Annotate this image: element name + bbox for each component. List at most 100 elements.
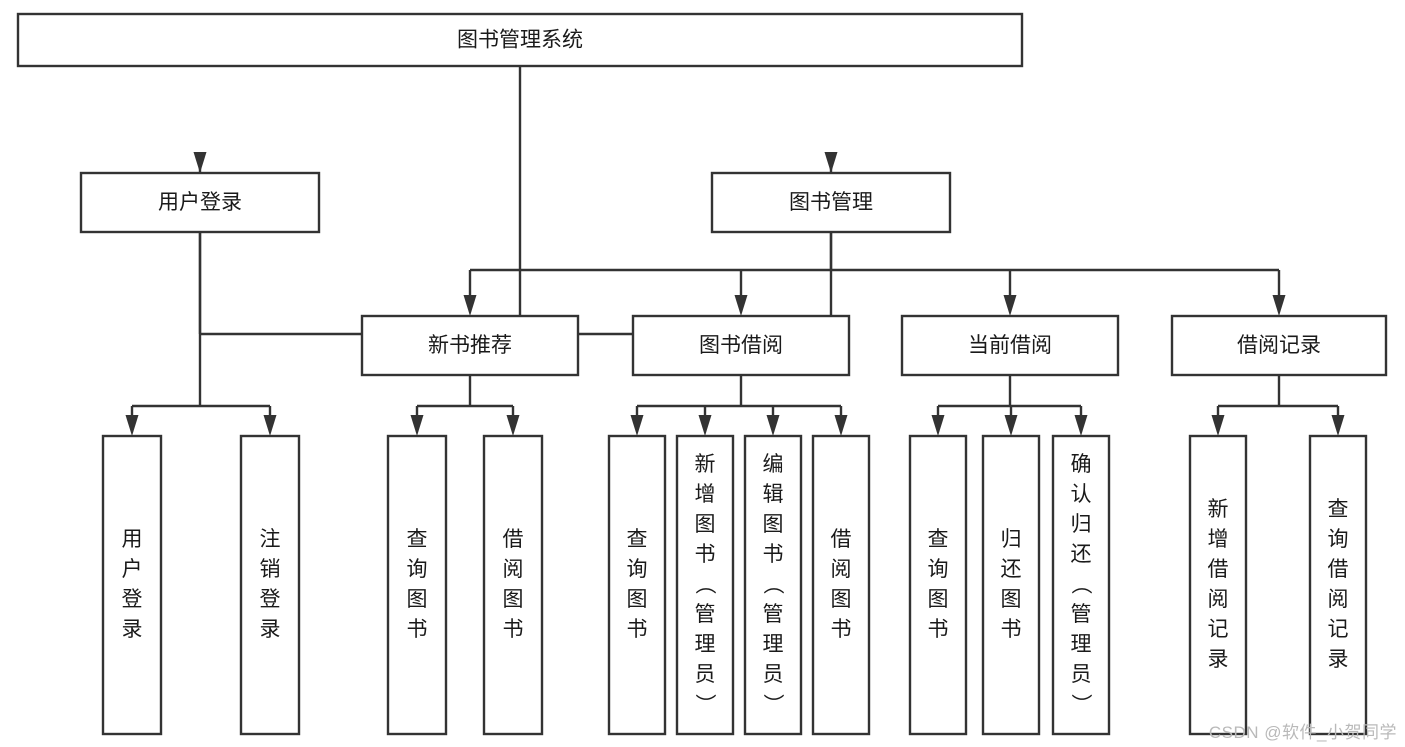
arrow-head-leaf-query-record xyxy=(1331,415,1345,436)
node-box-root[interactable] xyxy=(16,12,1024,68)
node-label-char: 员 xyxy=(1071,663,1092,686)
node-label-char: 借 xyxy=(1328,558,1349,581)
node-label-char: 图 xyxy=(831,588,852,611)
node-label-char: ） xyxy=(1069,694,1092,715)
node-label-char: 归 xyxy=(1001,528,1022,551)
arrow-head-leaf-confirm-return xyxy=(1074,415,1088,436)
node-label-current-borrow: 当前借阅 xyxy=(968,334,1052,357)
node-label-char: 新 xyxy=(695,453,716,476)
node-label-char: 图 xyxy=(928,588,949,611)
node-box-leaf-add-record[interactable] xyxy=(1188,434,1248,736)
node-label-user-login: 用户登录 xyxy=(158,191,242,214)
node-label-char: 阅 xyxy=(503,558,524,581)
node-current-borrow[interactable]: 当前借阅 xyxy=(900,314,1120,377)
node-box-leaf-logout[interactable] xyxy=(239,434,301,736)
node-leaf-user-login[interactable]: 用户登录 xyxy=(101,434,163,736)
node-label-char: 图 xyxy=(407,588,428,611)
node-label-new-book-rec: 新书推荐 xyxy=(428,334,512,357)
node-label-char: 归 xyxy=(1071,513,1092,536)
node-box-book-manage[interactable] xyxy=(710,171,952,234)
arrow-head-leaf-user-login xyxy=(125,415,139,436)
node-box-leaf-edit-book[interactable] xyxy=(743,434,803,736)
node-box-leaf-user-login[interactable] xyxy=(101,434,163,736)
node-label-char: 书 xyxy=(627,618,648,641)
node-box-leaf-add-book[interactable] xyxy=(675,434,735,736)
node-label-char: 认 xyxy=(1071,483,1092,506)
node-label-char: 借 xyxy=(503,528,524,551)
node-label-char: 阅 xyxy=(1208,588,1229,611)
node-label-char: 户 xyxy=(122,558,143,581)
node-label-char: 销 xyxy=(260,558,281,581)
node-label-char: （ xyxy=(761,574,784,595)
node-box-leaf-query-book-1[interactable] xyxy=(386,434,448,736)
node-box-leaf-query-book-3[interactable] xyxy=(908,434,968,736)
arrow-head-borrow-record xyxy=(1272,295,1286,316)
node-label-char: 管 xyxy=(763,603,784,626)
node-box-current-borrow[interactable] xyxy=(900,314,1120,377)
node-box-leaf-query-record[interactable] xyxy=(1308,434,1368,736)
node-label-char: （ xyxy=(693,574,716,595)
nodes-layer: 图书管理系统用户登录图书管理新书推荐图书借阅当前借阅借阅记录用户登录注销登录查询… xyxy=(16,12,1388,736)
node-label-char: 编 xyxy=(763,453,784,476)
node-label-char: 图 xyxy=(763,513,784,536)
node-label-char: 员 xyxy=(763,663,784,686)
node-label-char: 书 xyxy=(503,618,524,641)
node-label-char: （ xyxy=(1069,574,1092,595)
arrow-head-leaf-borrow-book-1 xyxy=(506,415,520,436)
node-label-char: 录 xyxy=(1208,648,1229,671)
node-label-char: 借 xyxy=(831,528,852,551)
node-label-char: 注 xyxy=(260,528,281,551)
node-label-borrow-record: 借阅记录 xyxy=(1237,334,1321,357)
node-label-char: 记 xyxy=(1328,618,1349,641)
arrow-head-leaf-return-book xyxy=(1004,415,1018,436)
node-label-char: 用 xyxy=(122,528,143,551)
node-label-char: 阅 xyxy=(1328,588,1349,611)
node-book-borrow[interactable]: 图书借阅 xyxy=(631,314,851,377)
node-label-char: 图 xyxy=(695,513,716,536)
node-book-manage[interactable]: 图书管理 xyxy=(710,171,952,234)
node-label-char: 图 xyxy=(1001,588,1022,611)
node-box-user-login[interactable] xyxy=(79,171,321,234)
node-box-borrow-record[interactable] xyxy=(1170,314,1388,377)
node-label-char: 登 xyxy=(260,588,281,611)
node-box-new-book-rec[interactable] xyxy=(360,314,580,377)
node-box-leaf-confirm-return[interactable] xyxy=(1051,434,1111,736)
node-user-login[interactable]: 用户登录 xyxy=(79,171,321,234)
node-box-leaf-return-book[interactable] xyxy=(981,434,1041,736)
node-label-char: 图 xyxy=(503,588,524,611)
node-label-char: 查 xyxy=(1328,498,1349,521)
node-label-char: ） xyxy=(693,694,716,715)
node-label-char: 书 xyxy=(407,618,428,641)
node-borrow-record[interactable]: 借阅记录 xyxy=(1170,314,1388,377)
node-label-char: 理 xyxy=(695,633,716,656)
node-root[interactable]: 图书管理系统 xyxy=(16,12,1024,68)
node-new-book-rec[interactable]: 新书推荐 xyxy=(360,314,580,377)
node-label-char: 查 xyxy=(627,528,648,551)
node-label-char: 书 xyxy=(831,618,852,641)
node-label-char: 图 xyxy=(627,588,648,611)
node-box-leaf-borrow-book-2[interactable] xyxy=(811,434,871,736)
arrow-head-book-manage xyxy=(824,152,838,173)
node-box-book-borrow[interactable] xyxy=(631,314,851,377)
node-label-char: 询 xyxy=(1328,528,1349,551)
node-box-leaf-borrow-book-1[interactable] xyxy=(482,434,544,736)
node-label-char: 记 xyxy=(1208,618,1229,641)
node-box-leaf-query-book-2[interactable] xyxy=(607,434,667,736)
arrow-head-book-borrow xyxy=(734,295,748,316)
node-label-char: 还 xyxy=(1001,558,1022,581)
node-label-char: 阅 xyxy=(831,558,852,581)
